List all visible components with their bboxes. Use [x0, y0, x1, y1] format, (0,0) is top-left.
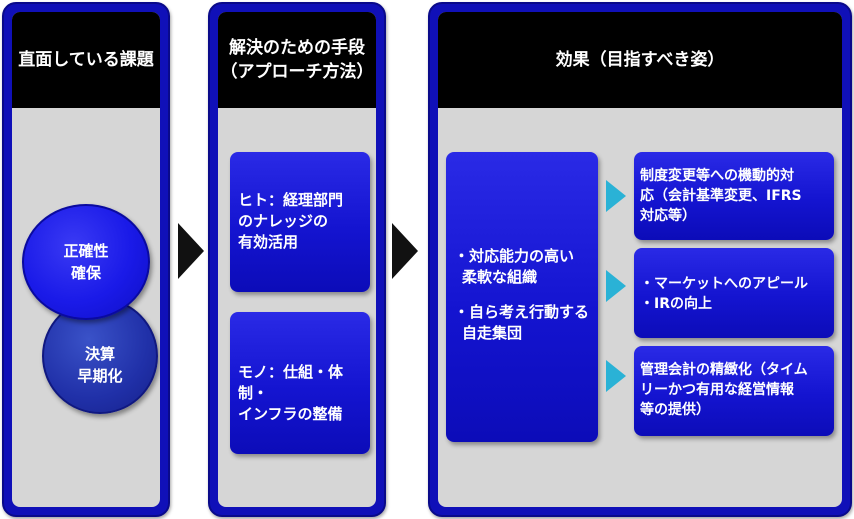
- panel-issues-header-line-1: 直面している課題: [18, 50, 154, 70]
- panel-issues-inner: 直面している課題 決算 早期化 正確性 確保: [12, 12, 160, 507]
- effects-main-line-4: ・自ら考え行動する: [454, 303, 590, 321]
- arrow-cyan-icon-2: [606, 270, 626, 302]
- panel-means-header-line-1: 解決のための手段: [229, 38, 365, 58]
- panel-effects-inner: 効果（目指すべき姿） ・対応能力の高い 柔軟な組織 ・自ら考え行動する 自走集団…: [438, 12, 842, 507]
- effects-result-3-line-2: リーかつ有用な経営情報: [640, 382, 794, 398]
- panel-effects-header-line-1: 効果（目指すべき姿）: [555, 50, 725, 70]
- effects-main-line-2: 柔軟な組織: [462, 268, 538, 286]
- effects-result-box-2: ・マーケットへのアピール ・IRの向上: [634, 248, 834, 338]
- means-box-people-line-1: ヒト：経理部門: [238, 191, 344, 209]
- effects-result-1-line-3: 対応等）: [640, 208, 696, 224]
- means-box-things-line-2: インフラの整備: [238, 405, 343, 423]
- means-box-people: ヒト：経理部門 のナレッジの 有効活用: [230, 152, 370, 292]
- panel-means-header: 解決のための手段 （アプローチ方法）: [218, 12, 376, 108]
- means-box-people-line-3: 有効活用: [238, 233, 299, 251]
- effects-result-box-3: 管理会計の精緻化（タイム リーかつ有用な経営情報 等の提供）: [634, 346, 834, 436]
- arrow-right-icon-2: [392, 223, 418, 279]
- effects-main-line-5: 自走集団: [462, 324, 523, 342]
- arrow-cyan-icon-3: [606, 360, 626, 392]
- panel-issues: 直面している課題 決算 早期化 正確性 確保: [2, 2, 170, 517]
- panel-means-inner: 解決のための手段 （アプローチ方法） ヒト：経理部門 のナレッジの 有効活用 モ…: [218, 12, 376, 507]
- effects-result-2-line-2: ・IRの向上: [640, 296, 712, 312]
- circle-accuracy: 正確性 確保: [22, 204, 150, 320]
- circle-accuracy-line-2: 確保: [70, 264, 101, 282]
- panel-effects: 効果（目指すべき姿） ・対応能力の高い 柔軟な組織 ・自ら考え行動する 自走集団…: [428, 2, 852, 517]
- effects-result-1-line-1: 制度変更等への機動的対: [640, 168, 794, 184]
- effects-main-line-3: [454, 288, 598, 302]
- effects-main-box: ・対応能力の高い 柔軟な組織 ・自ら考え行動する 自走集団: [446, 152, 598, 442]
- means-box-things: モノ：仕組・体制・ インフラの整備: [230, 312, 370, 454]
- circle-decision-acceleration-line-1: 決算: [84, 345, 115, 363]
- means-box-things-line-1: モノ：仕組・体制・: [238, 363, 344, 402]
- means-box-people-line-2: のナレッジの: [238, 212, 329, 230]
- panel-means-header-line-2: （アプローチ方法）: [220, 62, 374, 82]
- effects-main-line-1: ・対応能力の高い: [454, 247, 575, 265]
- panel-issues-header: 直面している課題: [12, 12, 160, 108]
- effects-result-box-1: 制度変更等への機動的対 応（会計基準変更、IFRS 対応等）: [634, 152, 834, 240]
- effects-result-3-line-1: 管理会計の精緻化（タイム: [640, 362, 808, 378]
- circle-accuracy-line-1: 正確性: [63, 242, 109, 260]
- effects-result-2-line-1: ・マーケットへのアピール: [640, 276, 808, 292]
- circle-decision-acceleration-line-2: 早期化: [77, 367, 123, 385]
- effects-result-1-line-2: 応（会計基準変更、IFRS: [640, 188, 802, 204]
- panel-effects-header: 効果（目指すべき姿）: [438, 12, 842, 108]
- arrow-cyan-icon-1: [606, 180, 626, 212]
- arrow-right-icon-1: [178, 223, 204, 279]
- panel-means: 解決のための手段 （アプローチ方法） ヒト：経理部門 のナレッジの 有効活用 モ…: [208, 2, 386, 517]
- effects-result-3-line-3: 等の提供）: [640, 402, 710, 418]
